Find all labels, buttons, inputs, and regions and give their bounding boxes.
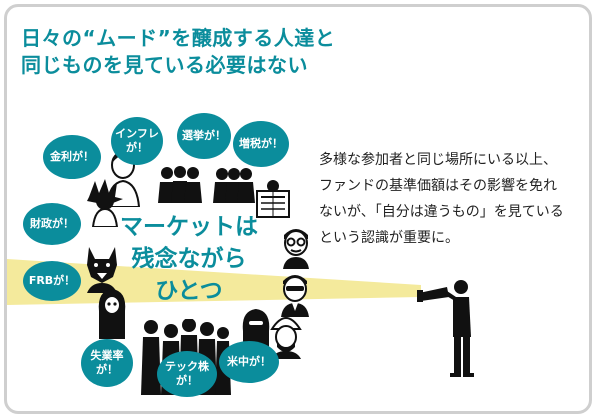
bubble-tax-hike: 増税が！ <box>233 121 289 167</box>
turban-man-figure <box>270 317 302 359</box>
bubble-fiscal-text: 財政が！ <box>30 217 74 230</box>
bubble-election: 選挙が！ <box>177 113 231 159</box>
voters-group-figure <box>213 168 255 203</box>
newspaper-reader-figure <box>256 180 290 218</box>
telescope-observer-figure <box>417 280 474 377</box>
bubble-fiscal: 財政が！ <box>23 203 81 245</box>
bubble-tech-stocks: テック株 が！ <box>157 351 217 397</box>
bubble-interest-rate-text: 金利が！ <box>50 150 94 163</box>
veiled-woman-figure <box>242 309 270 349</box>
market-center-line-3: ひとつ <box>155 278 223 304</box>
body-line-4: という認識が重要に。 <box>319 230 459 246</box>
market-center-line-1: マーケットは <box>120 214 258 240</box>
body-line-2: ファンドの基準価額はその影響を免れ <box>319 178 557 194</box>
bubble-inflation-text-2: が！ <box>126 141 148 154</box>
bubble-unemployment-text-1: 失業率 <box>90 349 124 362</box>
headline-line-2: 同じものを見ている必要はない <box>21 53 308 77</box>
illustration-panel: 日々の“ムード”を醸成する人達と 同じものを見ている必要はない 多様な参加者と同… <box>4 4 592 414</box>
spiky-hair-figure <box>87 179 123 227</box>
bubble-us-china-text: 米中が！ <box>227 355 271 368</box>
bubble-frb-text: FRBが！ <box>28 274 76 287</box>
body-line-3: ないが、「自分は違うもの」を見ている <box>319 204 564 220</box>
body-text: 多様な参加者と同じ場所にいる以上、 ファンドの基準価額はその影響を免れ ないが、… <box>319 147 589 251</box>
grim-reaper-figure <box>98 289 126 339</box>
bubble-tech-stocks-text-2: が！ <box>176 374 198 387</box>
sunglasses-man-figure <box>281 275 309 317</box>
headline-line-1: 日々の“ムード”を醸成する人達と <box>21 26 336 50</box>
bubble-election-text: 選挙が！ <box>182 129 226 142</box>
bubble-frb: FRBが！ <box>23 261 81 301</box>
bubble-tax-hike-text: 増税が！ <box>239 137 283 150</box>
bubble-inflation: インフレ が！ <box>111 117 163 165</box>
bubble-us-china: 米中が！ <box>219 341 279 383</box>
bubble-inflation-text-1: インフレ <box>115 127 159 140</box>
market-center-line-2: 残念ながら <box>131 246 247 272</box>
headline: 日々の“ムード”を醸成する人達と 同じものを見ている必要はない <box>21 25 335 79</box>
businessmen-group-figure <box>158 166 202 203</box>
bubble-interest-rate: 金利が！ <box>43 135 101 179</box>
bubble-tech-stocks-text-1: テック株 <box>165 360 209 373</box>
bubble-unemployment: 失業率 が！ <box>81 339 133 387</box>
market-center-text: マーケットは 残念ながら ひとつ <box>115 211 263 307</box>
body-line-1: 多様な参加者と同じ場所にいる以上、 <box>319 152 557 168</box>
bubble-unemployment-text-2: が！ <box>96 363 118 376</box>
glasses-man-figure <box>283 229 309 269</box>
